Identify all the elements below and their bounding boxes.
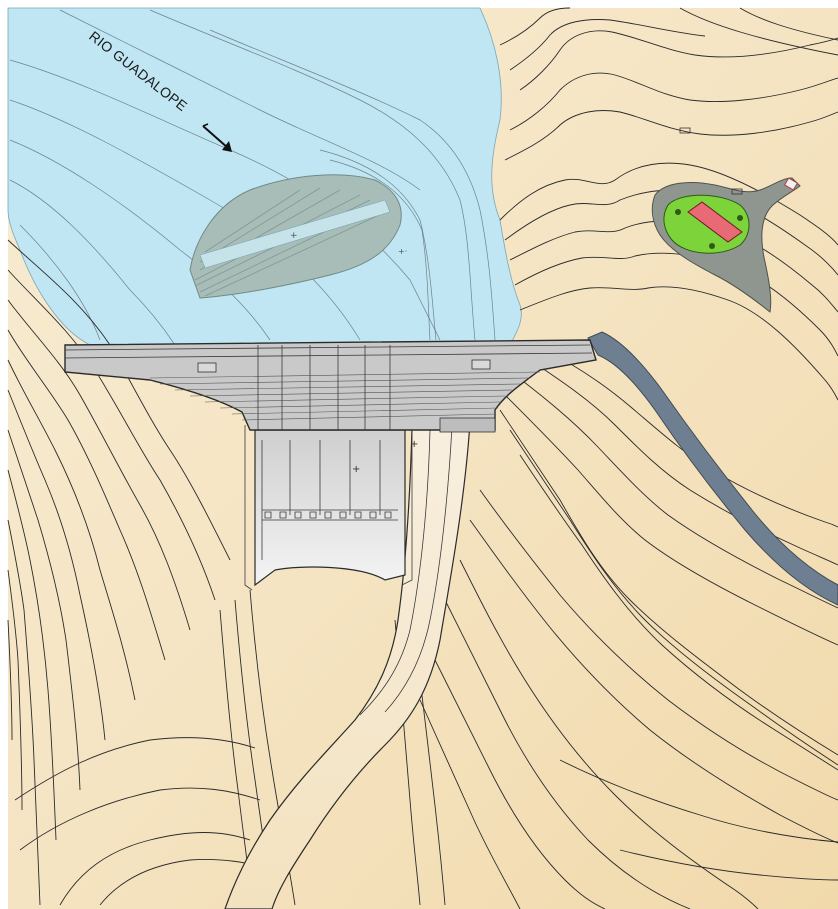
stilling-basin-details: + + bbox=[261, 439, 418, 560]
survey-mark: +· bbox=[398, 247, 407, 256]
spillway-chute bbox=[224, 421, 471, 909]
terrain-contours-lower-right bbox=[419, 349, 838, 909]
reservoir-contours bbox=[9, 9, 496, 346]
survey-mark: + bbox=[290, 231, 298, 241]
svg-text:+: + bbox=[352, 464, 360, 475]
svg-text:+: + bbox=[410, 439, 418, 450]
flow-direction-arrow-icon bbox=[202, 123, 232, 152]
access-road bbox=[587, 331, 838, 606]
dam-structure bbox=[64, 339, 597, 433]
stilling-basin bbox=[254, 429, 406, 587]
cofferdam-hatched-area bbox=[189, 174, 402, 299]
control-platform bbox=[651, 127, 801, 313]
terrain-contours-left bbox=[7, 239, 271, 906]
reservoir-water bbox=[7, 7, 522, 346]
